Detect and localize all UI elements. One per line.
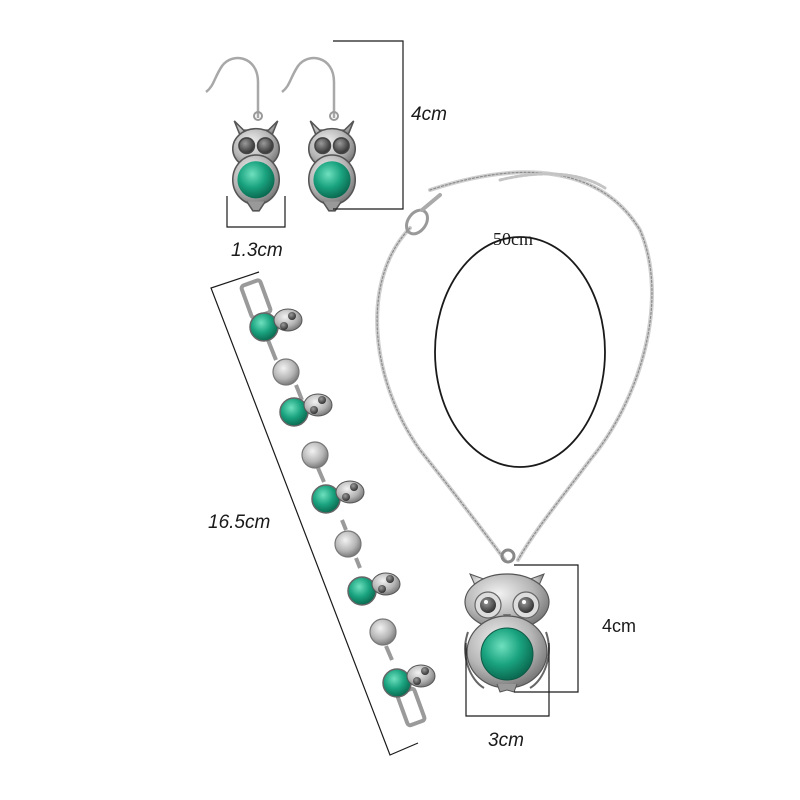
earring-right [281, 56, 357, 212]
bracelet-dimension-line [210, 271, 419, 756]
bracelet [239, 278, 436, 728]
bracelet-length-label: 16.5cm [208, 512, 271, 533]
earring-left [205, 56, 281, 212]
earring-width-label: 1.3cm [231, 240, 283, 261]
earring-height-label: 4cm [411, 104, 447, 125]
earring-dimension-lines [226, 40, 404, 228]
necklace-length-loop [434, 236, 606, 468]
necklace-chain [375, 170, 654, 562]
pendant-width-label: 3cm [488, 730, 524, 751]
pendant-dimension-lines [465, 564, 579, 717]
necklace-length-label: 50cm [493, 229, 533, 249]
pendant-height-label: 4cm [602, 616, 637, 636]
owl-pendant [464, 548, 550, 693]
